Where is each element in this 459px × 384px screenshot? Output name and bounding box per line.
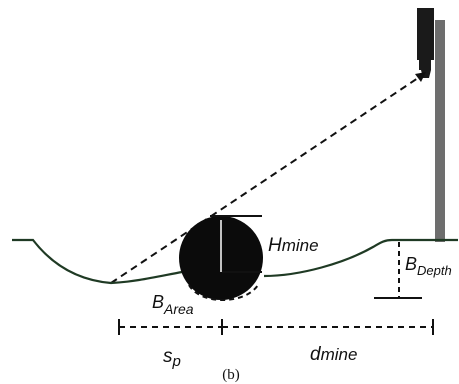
sp-label: sp [163, 346, 181, 370]
d-mine-label: dmine [310, 344, 357, 365]
buried-area-arc [188, 284, 259, 301]
line-of-sight-arrowhead [415, 72, 426, 82]
b-area-label: BArea [152, 292, 194, 317]
ground-profile [12, 238, 458, 285]
h-mine-label: Hmine [268, 235, 319, 256]
figure-caption: (b) [222, 367, 240, 383]
camera-pole [435, 20, 445, 242]
line-of-sight [110, 73, 425, 284]
camera-icon [417, 8, 434, 78]
b-depth-label: BDepth [405, 254, 452, 278]
